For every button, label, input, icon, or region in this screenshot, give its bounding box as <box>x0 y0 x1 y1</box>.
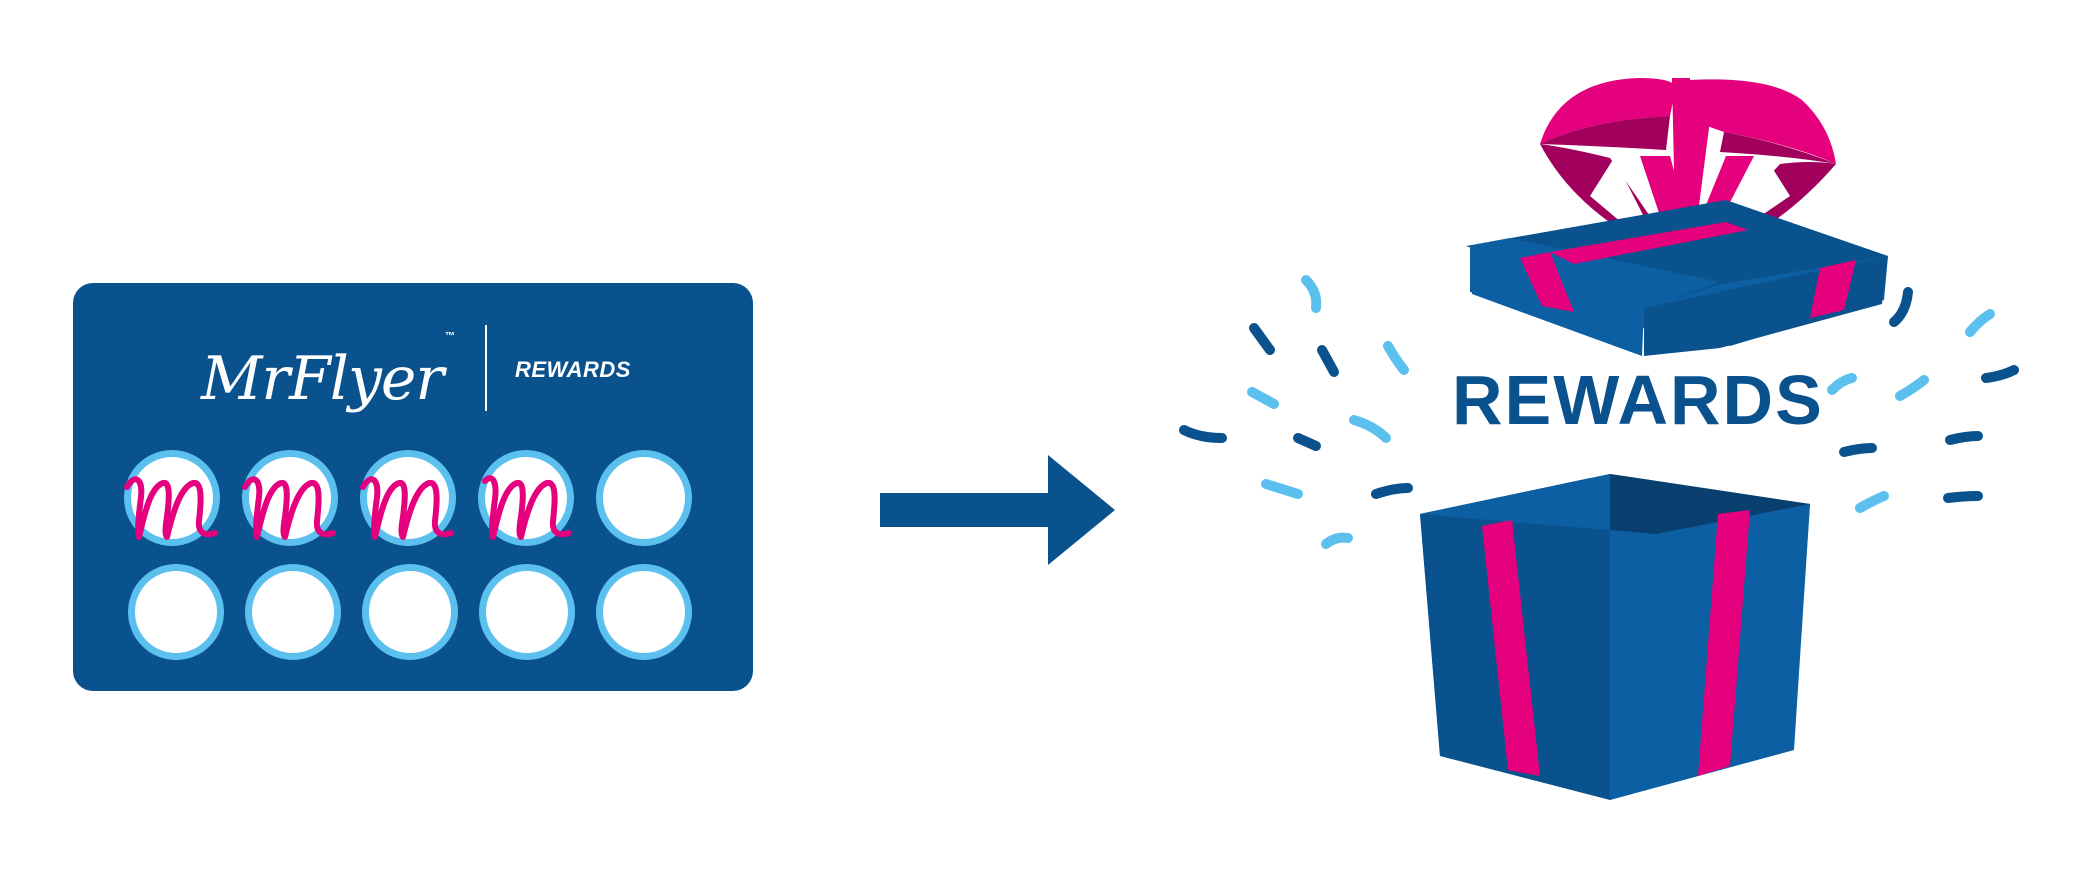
loyalty-card: MrFlyer ™ REWARDS <box>73 283 753 691</box>
confetti-icon <box>1827 287 2019 513</box>
stamp-grid <box>124 450 704 660</box>
m-stamp-icon <box>242 476 336 540</box>
logo-divider <box>485 325 487 411</box>
trademark-symbol: ™ <box>445 331 455 342</box>
stamp-slot-filled <box>242 450 338 546</box>
reward-label: REWARDS <box>1452 361 1824 439</box>
stamp-slot-empty <box>245 564 341 660</box>
stamp-slot-empty <box>362 564 458 660</box>
stamp-slot-empty <box>479 564 575 660</box>
stamp-slot-filled <box>360 450 456 546</box>
m-stamp-icon <box>124 476 218 540</box>
stamp-slot-filled <box>124 450 220 546</box>
stamp-slot-empty <box>128 564 224 660</box>
brand-name: MrFlyer <box>201 344 444 414</box>
stamp-slot-filled <box>478 450 574 546</box>
card-logo: MrFlyer ™ REWARDS <box>73 323 753 423</box>
card-program-label: REWARDS <box>515 357 631 382</box>
m-stamp-icon <box>360 476 454 540</box>
open-gift-box-icon: REWARDS <box>1170 60 2050 820</box>
gift-box-graphic <box>1179 78 2019 800</box>
arrow-right-icon <box>880 455 1115 565</box>
stamp-slot-empty <box>596 450 692 546</box>
m-stamp-icon <box>482 475 572 540</box>
confetti-icon <box>1179 275 1413 549</box>
stamp-slot-empty <box>596 564 692 660</box>
